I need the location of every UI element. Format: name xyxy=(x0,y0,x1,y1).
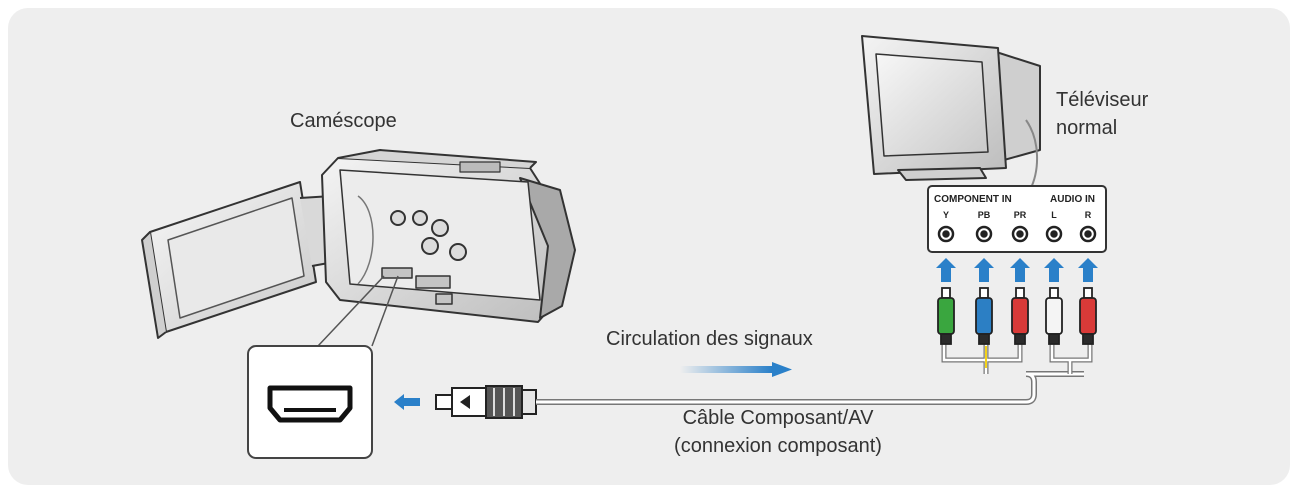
blue-arrow-icon xyxy=(936,258,956,282)
jack-label-y: Y xyxy=(943,210,949,220)
port-zoom-box xyxy=(247,345,373,459)
plug-red-video xyxy=(1011,287,1029,345)
rca-plugs xyxy=(937,287,1097,345)
blue-arrow-icon xyxy=(1044,258,1064,282)
blue-arrow-icon xyxy=(1010,258,1030,282)
jack-arrows xyxy=(936,258,1098,282)
jack-label-r: R xyxy=(1085,210,1092,220)
blue-arrow-icon xyxy=(1078,258,1098,282)
plug-green xyxy=(937,287,955,345)
component-in-title: COMPONENT IN xyxy=(934,194,1012,205)
camcorder-label: Caméscope xyxy=(290,110,397,132)
audio-in-title: AUDIO IN xyxy=(1050,194,1095,205)
camcorder-illustration xyxy=(141,149,576,339)
plug-red-audio xyxy=(1079,287,1097,345)
hdmi-port-icon xyxy=(267,385,353,423)
tv-label: Téléviseur normal xyxy=(1056,89,1149,139)
blue-arrow-icon xyxy=(394,394,420,410)
cable-label: Câble Composant/AV (connexion composant) xyxy=(674,407,882,457)
jack-label-pb: PB xyxy=(978,210,991,220)
signal-flow-label: Circulation des signaux xyxy=(606,328,813,350)
blue-arrow-icon xyxy=(974,258,994,282)
signal-flow-arrow xyxy=(680,362,792,377)
plug-blue xyxy=(975,287,993,345)
jack-sockets xyxy=(937,225,1097,243)
zoom-callout-lines xyxy=(317,275,399,347)
jack-label-l: L xyxy=(1051,210,1057,220)
tv-input-panel: COMPONENT IN AUDIO IN Y PB PR L R xyxy=(927,185,1107,253)
jack-label-pr: PR xyxy=(1014,210,1027,220)
tv-illustration xyxy=(861,35,1041,191)
plug-white xyxy=(1045,287,1063,345)
av-cable xyxy=(394,344,1093,419)
